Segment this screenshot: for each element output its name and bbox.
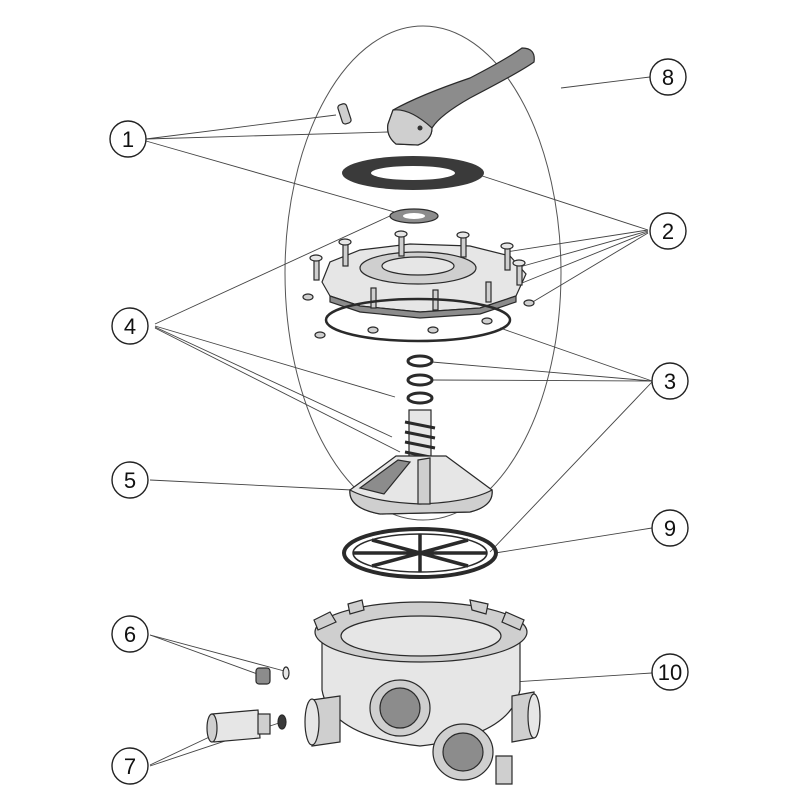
drain-plug [255,666,290,685]
handle-washer [389,208,439,224]
valve-rotor [349,455,493,515]
callout-7-label: 7 [124,754,136,779]
valve-handle [387,47,535,146]
callout-9-label: 9 [664,516,676,541]
callout-8-label: 8 [662,65,674,90]
cover-o-ring [324,297,512,343]
callout-2: 2 [649,212,687,250]
callout-5: 5 [111,461,149,499]
valve-body [304,599,541,785]
pressure-fitting [206,709,287,743]
cover-nuts [302,293,535,339]
valve-cover [321,243,527,319]
cover-gasket [342,156,484,190]
callout-5-label: 5 [124,468,136,493]
assembly-group-ellipse [284,25,562,521]
valve-pin [337,103,352,125]
callout-2-label: 2 [662,219,674,244]
callout-6-label: 6 [124,622,136,647]
rotor-spring [404,409,436,460]
callout-4-label: 4 [124,314,136,339]
callout-1: 1 [109,120,147,158]
callout-4: 4 [111,307,149,345]
callout-3-label: 3 [664,369,676,394]
callout-8: 8 [649,58,687,96]
callout-10: 10 [651,653,689,691]
callout-9: 9 [651,509,689,547]
callout-3: 3 [651,362,689,400]
leader-lines [145,76,653,767]
callout-7: 7 [111,747,149,785]
callout-10-label: 10 [658,660,682,685]
callout-6: 6 [111,615,149,653]
shaft-o-rings [406,354,434,405]
callout-1-label: 1 [122,127,134,152]
body-spoked-gasket [342,527,498,579]
